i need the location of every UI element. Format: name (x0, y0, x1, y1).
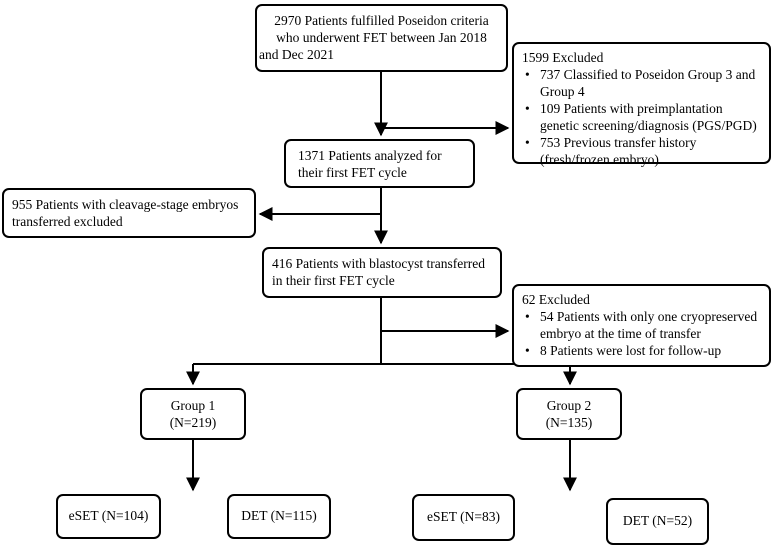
group1-det-box: DET (N=115) (227, 494, 331, 539)
excluded2-item: 8 Patients were lost for follow-up (522, 342, 761, 359)
excluded2-title: 62 Excluded (522, 292, 590, 307)
group1-label: Group 1 (170, 398, 216, 413)
cleavage-box: 955 Patients with cleavage-stage embryos… (2, 188, 256, 238)
group1-eset-label: eSET (N=104) (68, 508, 149, 523)
initial-line-3: and Dec 2021 (259, 47, 334, 62)
group2-label: Group 2 (546, 398, 592, 413)
excluded2-item: 54 Patients with only one cryopreserved … (522, 308, 761, 342)
group2-eset-label: eSET (N=83) (427, 509, 500, 524)
excluded1-item: 109 Patients with preimplantation geneti… (522, 100, 761, 134)
group2-eset-box: eSET (N=83) (412, 494, 515, 541)
cleavage-line-1: 955 Patients with cleavage-stage embryos (12, 197, 239, 212)
blastocyst-box: 416 Patients with blastocyst transferred… (262, 247, 502, 298)
blastocyst-line-2: in their first FET cycle (272, 273, 395, 288)
excluded1-box: 1599 Excluded 737 Classified to Poseidon… (512, 42, 771, 167)
excluded2-list: 54 Patients with only one cryopreserved … (522, 308, 761, 359)
analyzed-box: 1371 Patients analyzed for their first F… (284, 139, 475, 188)
analyzed-line-2: their first FET cycle (298, 165, 407, 180)
blastocyst-line-1: 416 Patients with blastocyst transferred (272, 256, 485, 271)
initial-box: 2970 Patients fulfilled Poseidon criteri… (255, 4, 508, 72)
group1-det-label: DET (N=115) (241, 508, 317, 523)
excluded1-list: 737 Classified to Poseidon Group 3 and G… (522, 66, 761, 168)
group2-det-box: DET (N=52) (606, 498, 709, 545)
excluded1-title: 1599 Excluded (522, 50, 604, 65)
initial-line-2: who underwent FET between Jan 2018 (276, 30, 487, 45)
group1-count: (N=219) (169, 415, 217, 430)
initial-line-1: 2970 Patients fulfilled Poseidon criteri… (274, 13, 489, 28)
excluded2-box: 62 Excluded 54 Patients with only one cr… (512, 284, 771, 367)
group2-box: Group 2 (N=135) (516, 388, 622, 440)
excluded1-item: 737 Classified to Poseidon Group 3 and G… (522, 66, 761, 100)
group2-count: (N=135) (545, 415, 593, 430)
cleavage-line-2: transferred excluded (12, 214, 123, 229)
excluded1-item: 753 Previous transfer history (fresh/fro… (522, 134, 761, 168)
group1-box: Group 1 (N=219) (140, 388, 246, 440)
group2-det-label: DET (N=52) (622, 513, 693, 528)
analyzed-line-1: 1371 Patients analyzed for (298, 148, 442, 163)
group1-eset-box: eSET (N=104) (56, 494, 161, 539)
